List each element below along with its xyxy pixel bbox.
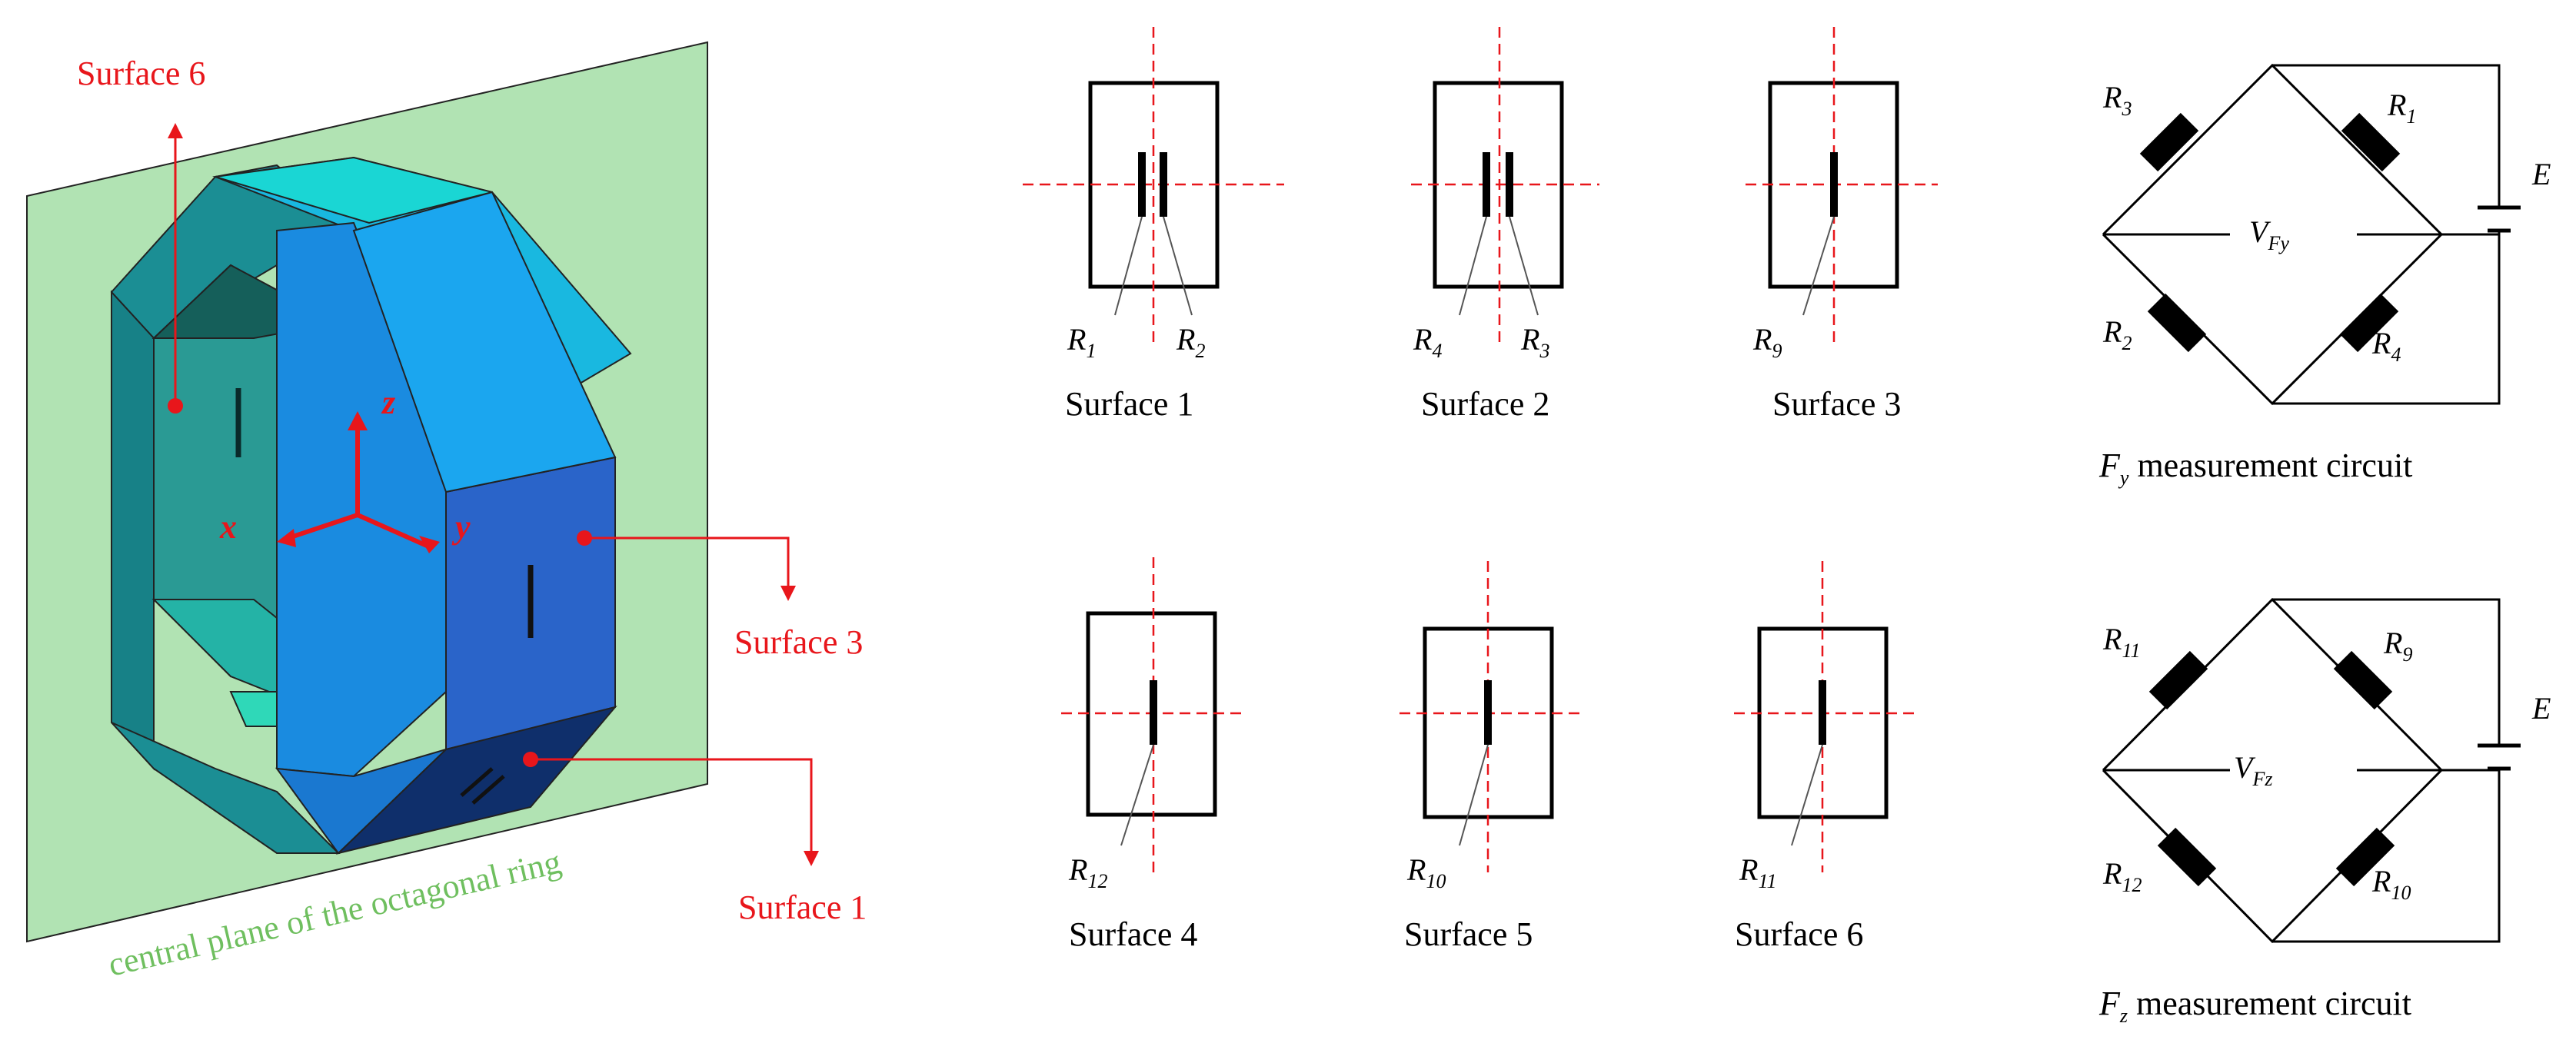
svg-text:R3: R3 — [2102, 80, 2132, 120]
svg-text:R11: R11 — [2102, 622, 2141, 662]
surface1-caption: Surface 1 — [1065, 385, 1193, 423]
svg-text:R3: R3 — [1520, 322, 1549, 362]
gauge-label-r4: R — [1413, 322, 1432, 357]
fz-circuit — [2102, 597, 2521, 944]
fz-voltage-label: V — [2234, 750, 2256, 785]
svg-text:R9: R9 — [1752, 322, 1782, 362]
svg-text:R2: R2 — [2102, 314, 2132, 354]
svg-text:R1: R1 — [2387, 88, 2416, 128]
svg-text:R10: R10 — [1406, 852, 1446, 892]
fz-r-top-left: R — [2102, 622, 2122, 656]
svg-text:Fy measurement circuit: Fy measurement circuit — [2098, 447, 2412, 489]
surface-panel-6: R11 Surface 6 — [1734, 561, 1919, 953]
fy-voltage-label: V — [2249, 214, 2271, 249]
surface5-caption: Surface 5 — [1404, 915, 1533, 953]
coordinate-axes — [277, 411, 440, 553]
ring-lower-rim — [275, 749, 447, 855]
surface-panel-1: R1 R2 Surface 1 — [1023, 27, 1284, 423]
fz-r-bottom-right: R — [2371, 864, 2391, 899]
axis-x-label: x — [219, 508, 237, 546]
gauge-label-r9: R — [1752, 322, 1772, 357]
svg-text:VFz: VFz — [2234, 750, 2272, 790]
fy-r-bottom-left: R — [2102, 314, 2122, 349]
svg-text:VFy: VFy — [2249, 214, 2289, 254]
svg-text:R11: R11 — [1739, 852, 1777, 892]
svg-text:R12: R12 — [2102, 856, 2142, 896]
axis-y-label: y — [451, 508, 471, 546]
fz-r-top-right: R — [2383, 626, 2402, 660]
ring-right-upper-face — [352, 191, 617, 493]
fy-caption-var: F — [2098, 447, 2121, 484]
fz-source-label: E — [2531, 691, 2551, 726]
gauge-surface1-b — [471, 775, 505, 805]
svg-text:R2: R2 — [1176, 322, 1205, 362]
svg-text:R9: R9 — [2383, 626, 2412, 666]
surface2-caption: Surface 2 — [1421, 385, 1549, 423]
surface-panel-4: R12 Surface 4 — [1061, 557, 1246, 953]
gauge-label-r12: R — [1068, 852, 1087, 887]
surface6-label: Surface 6 — [77, 55, 205, 92]
surface-panel-2: R4 R3 Surface 2 — [1411, 27, 1599, 423]
svg-text:R10: R10 — [2371, 864, 2411, 904]
surface3-label: Surface 3 — [734, 623, 863, 661]
gauge-label-r2: R — [1176, 322, 1195, 357]
ring-outer-left-side — [111, 290, 155, 771]
surface-panel-3: R9 Surface 3 — [1746, 27, 1938, 423]
fz-caption-var: F — [2098, 985, 2121, 1022]
fy-r-top-left: R — [2102, 80, 2122, 115]
surface-panel-5: R10 Surface 5 — [1399, 561, 1584, 953]
surface-panels: R1 R2 Surface 1 R4 R3 Surface 2 R9 Surfa… — [1023, 27, 1938, 953]
svg-text:R12: R12 — [1068, 852, 1107, 892]
fz-caption-text: measurement circuit — [2128, 985, 2411, 1022]
fz-r-bottom-left: R — [2102, 856, 2122, 891]
gauge-label-r11: R — [1739, 852, 1758, 887]
svg-text:R4: R4 — [2371, 326, 2401, 366]
surface1-label: Surface 1 — [738, 889, 867, 926]
surface6-caption: Surface 6 — [1735, 915, 1863, 953]
gauge-label-r10: R — [1406, 852, 1426, 887]
fy-circuit — [2102, 63, 2521, 406]
gauge-surface1-a — [460, 767, 494, 797]
fy-r-bottom-right: R — [2371, 326, 2391, 360]
surface4-caption: Surface 4 — [1069, 915, 1197, 953]
surface3-caption: Surface 3 — [1772, 385, 1901, 423]
fy-source-label: E — [2531, 157, 2551, 191]
svg-text:Fz measurement circuit: Fz measurement circuit — [2098, 985, 2411, 1027]
fy-r-top-right: R — [2387, 88, 2406, 122]
axis-z-label: z — [381, 384, 395, 421]
gauge-label-r1: R — [1067, 322, 1086, 357]
svg-text:R1: R1 — [1067, 322, 1096, 362]
ring-figure: z x y Surface 6 Surface 3 Surface 1 cent… — [26, 41, 867, 984]
svg-text:R4: R4 — [1413, 322, 1442, 362]
fy-caption-text: measurement circuit — [2128, 447, 2412, 484]
gauge-label-r3: R — [1520, 322, 1539, 357]
